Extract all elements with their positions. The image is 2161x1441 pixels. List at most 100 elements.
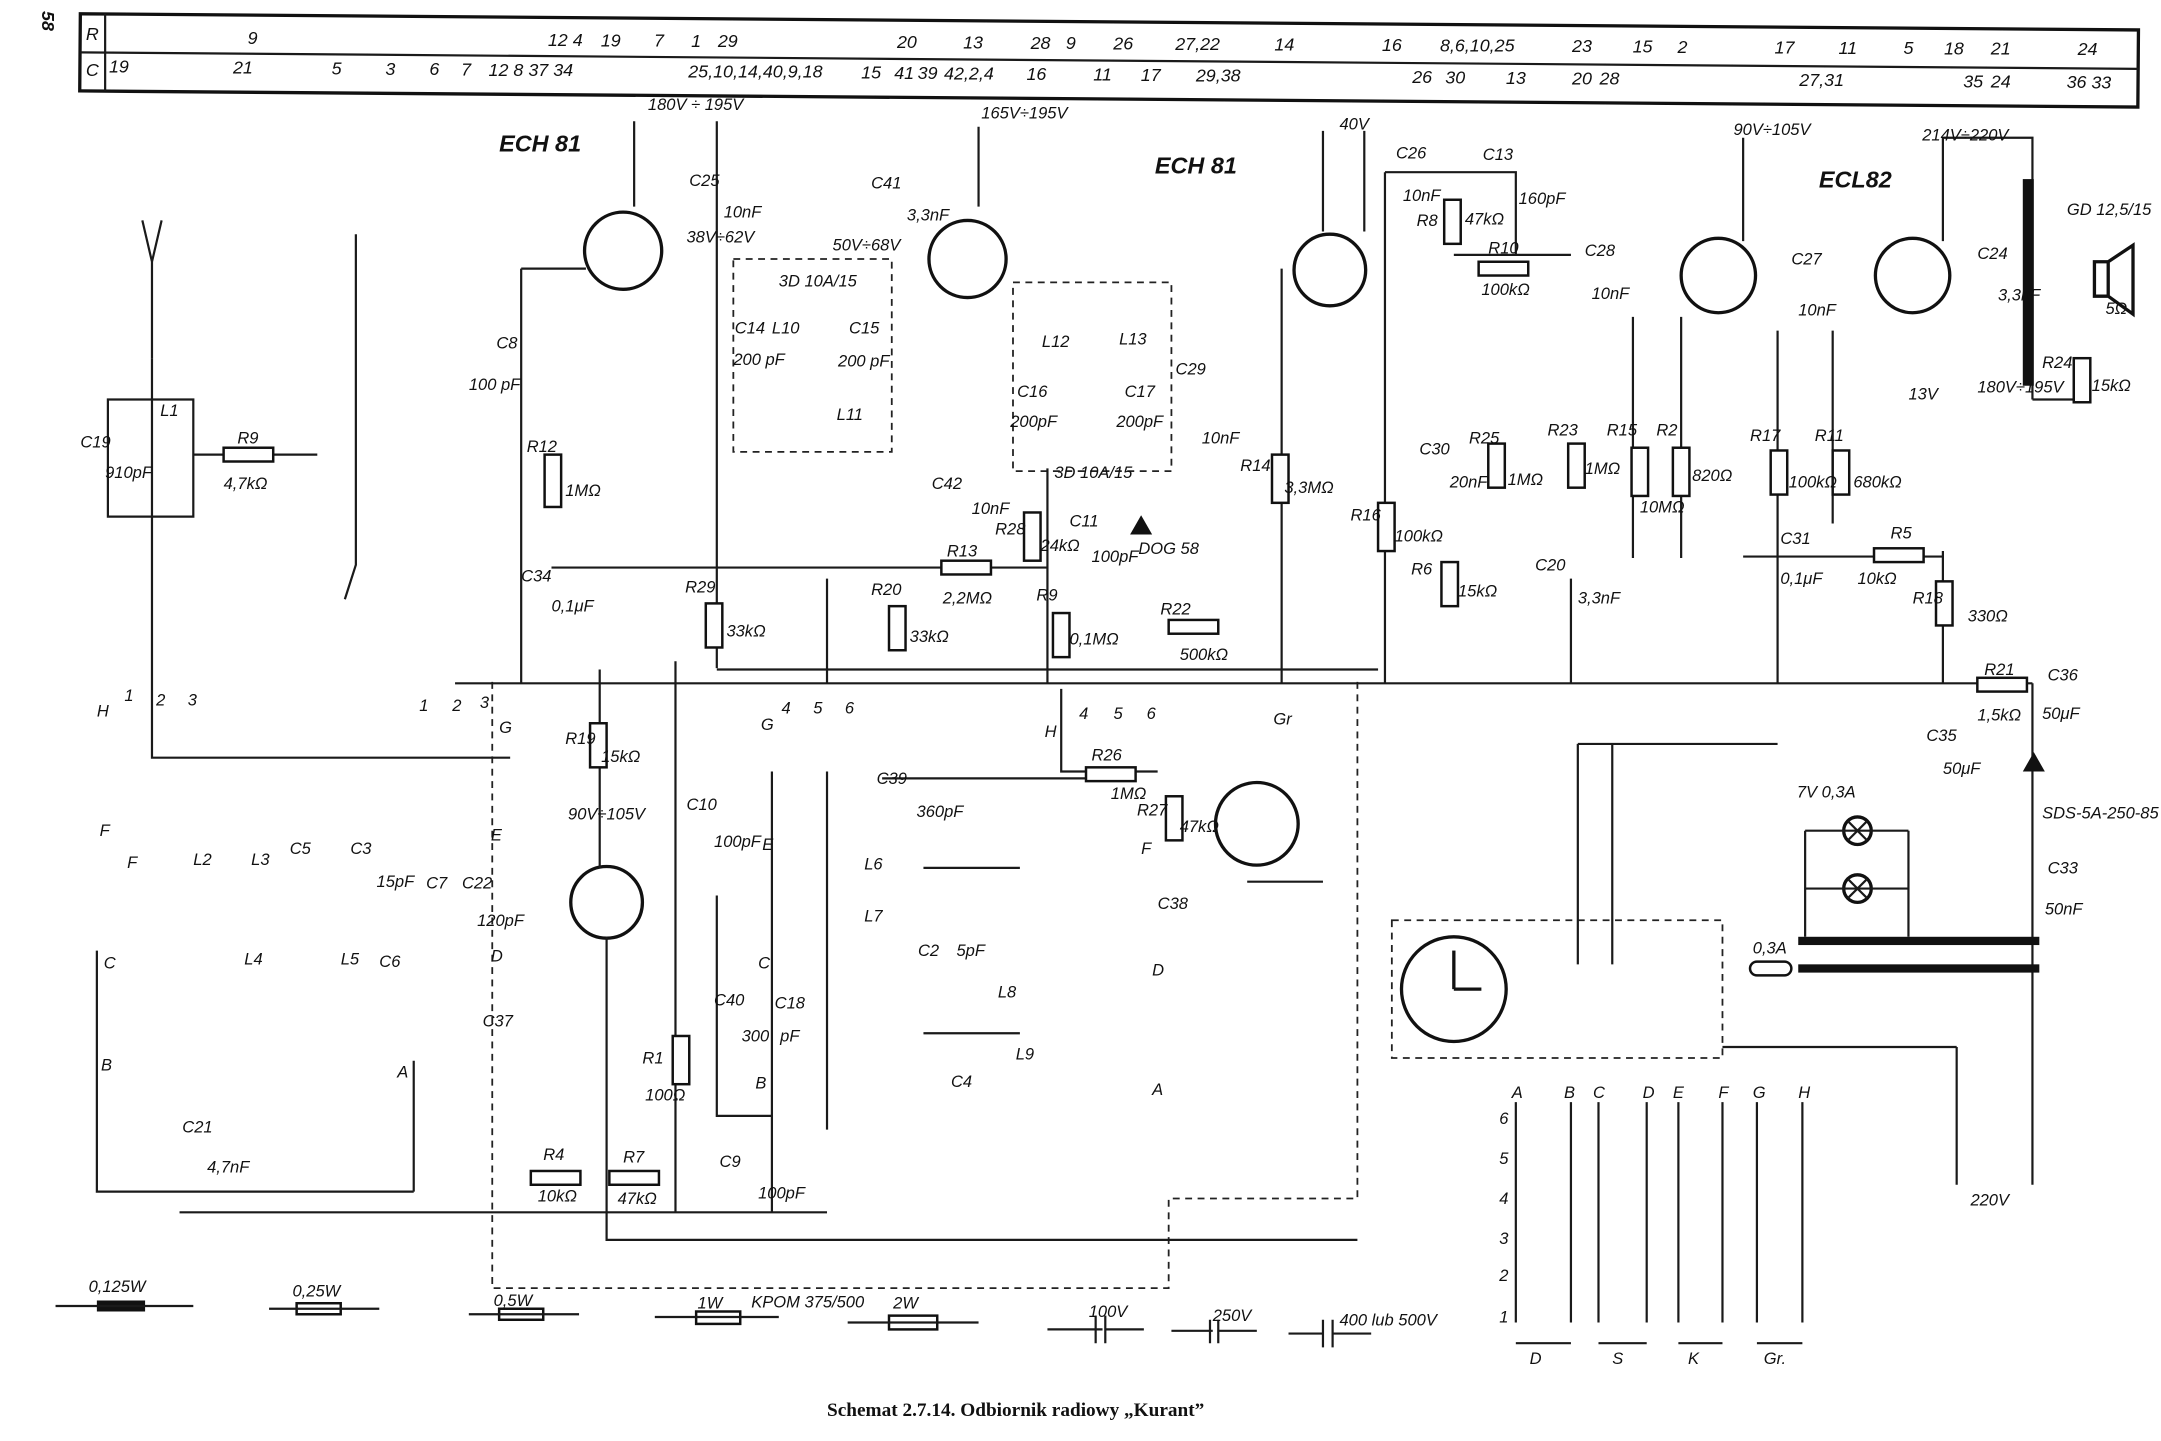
label-r9a: R9 [237, 429, 258, 448]
label-r19v: 15kΩ [601, 747, 640, 766]
clock-box [1390, 919, 1724, 1059]
label-c14: C14 [735, 318, 765, 337]
resistors [222, 198, 2092, 1187]
label-v3: 40V [1339, 114, 1370, 133]
label-r12v: 1MΩ [565, 481, 601, 500]
label-c34: C34 [521, 566, 551, 585]
label-h: H [97, 701, 109, 720]
label-l7: L7 [864, 907, 883, 926]
label-c8: C8 [496, 334, 518, 353]
header-c-cell: 7 [461, 59, 472, 79]
tube-ecl82-pentode [1873, 236, 1952, 315]
label-r11v: 680kΩ [1853, 473, 1901, 492]
label-r5v: 10kΩ [1857, 569, 1896, 588]
label-ech81-b: ECH 81 [1155, 153, 1237, 179]
label-r14v: 3,3MΩ [1284, 478, 1333, 497]
label-p1: 1 [124, 686, 133, 705]
label-r5: R5 [1891, 524, 1913, 543]
header-row-label-r: R [86, 24, 99, 44]
header-c-cell: 39 [918, 63, 938, 83]
label-c5: C5 [290, 839, 312, 858]
label-q6b: 6 [1147, 704, 1157, 723]
fuse [1748, 960, 1793, 977]
label-c17: C17 [1125, 382, 1156, 401]
label-c42: C42 [932, 474, 962, 493]
label-sw-b: B [1564, 1083, 1575, 1102]
label-c39: C39 [877, 769, 907, 788]
header-r-cell: 9 [248, 28, 258, 48]
header-c-cell: 26 [1411, 67, 1432, 87]
label-lg4: 1W [698, 1294, 724, 1313]
label-r7v: 47kΩ [618, 1189, 657, 1208]
label-r9b: R9 [1036, 586, 1057, 605]
label-c31v: 0,1μF [1780, 569, 1823, 588]
label-sw-f: F [1718, 1083, 1729, 1102]
header-c-cell: 20 [1571, 68, 1592, 88]
mains-transformer [1798, 936, 2040, 946]
header-r-cell: 23 [1571, 36, 1592, 56]
label-c41: C41 [871, 174, 901, 193]
header-r-cell: 26 [1112, 33, 1133, 53]
label-c11: C11 [1069, 511, 1098, 530]
if-transformer-1 [732, 258, 893, 453]
label-r4: R4 [543, 1145, 564, 1164]
label-l10: L10 [772, 318, 800, 337]
label-c41v: 3,3nF [907, 205, 950, 224]
label-r9bv: 0,1MΩ [1069, 630, 1118, 649]
label-r29: R29 [685, 577, 715, 596]
header-r-cell: 13 [963, 33, 983, 53]
label-sds: SDS-5A-250-85 [2042, 803, 2159, 822]
label-row4: 4 [1499, 1189, 1508, 1208]
label-r11: R11 [1815, 426, 1844, 445]
label-c16v: 200pF [1009, 412, 1058, 431]
label-l12: L12 [1042, 332, 1070, 351]
header-c-cell: 15 [861, 63, 881, 83]
label-c15v: 200 pF [837, 351, 890, 370]
header-c-cell: 25,10,14,40,9,18 [687, 62, 822, 82]
label-r1: R1 [642, 1049, 663, 1068]
label-c35v: 50μF [1943, 759, 1981, 778]
label-c4: C4 [951, 1072, 972, 1091]
label-c19: C19 [80, 433, 110, 452]
label-row1: 1 [1499, 1308, 1508, 1327]
header-r-cell: 21 [1990, 39, 2011, 59]
label-if2: 3D 10A/15 [1054, 463, 1133, 482]
label-lg7: 250V [1212, 1306, 1254, 1325]
label-c22: C22 [462, 874, 492, 893]
tube-ecl82-triode [1679, 236, 1758, 315]
label-cd: D [491, 947, 503, 966]
label-cc2: C [758, 953, 771, 972]
label-kpom: KPOM 375/500 [751, 1292, 865, 1311]
header-c-cell: 16 [1026, 64, 1046, 84]
label-c25: C25 [689, 171, 720, 190]
label-c39v: 360pF [917, 802, 965, 821]
label-r9av: 4,7kΩ [224, 474, 268, 493]
label-c22v: 120pF [477, 911, 525, 930]
label-r18v: 330Ω [1968, 606, 2008, 625]
label-v1: 180V ÷ 195V [648, 95, 745, 114]
label-r21: R21 [1984, 660, 2014, 679]
label-r16v: 100kΩ [1395, 526, 1443, 545]
header-r-cell: 12 4 [548, 30, 583, 50]
label-c3: C3 [350, 839, 372, 858]
label-r23: R23 [1548, 420, 1579, 439]
band-switch-box [491, 681, 1359, 1289]
label-f: F [100, 821, 111, 840]
speaker-icon [2092, 242, 2135, 318]
label-c27: C27 [1791, 250, 1822, 269]
header-r-cell: 16 [1382, 35, 1402, 55]
label-c34v: 0,1μF [551, 597, 594, 616]
label-sw-a: A [1511, 1083, 1523, 1102]
label-c7: C7 [426, 874, 448, 893]
label-r10v: 100kΩ [1481, 280, 1529, 299]
label-c35: C35 [1926, 726, 1957, 745]
label-c2v: 5pF [957, 941, 986, 960]
header-r-cell: 11 [1839, 38, 1858, 58]
label-c15: C15 [849, 318, 880, 337]
header-c-cell: 36 [2067, 72, 2087, 92]
header-r-cell: 27,22 [1174, 34, 1220, 54]
label-l5: L5 [341, 949, 360, 968]
label-r6v: 15kΩ [1458, 582, 1497, 601]
label-r25: R25 [1469, 429, 1500, 448]
label-c36v: 50μF [2042, 704, 2080, 723]
